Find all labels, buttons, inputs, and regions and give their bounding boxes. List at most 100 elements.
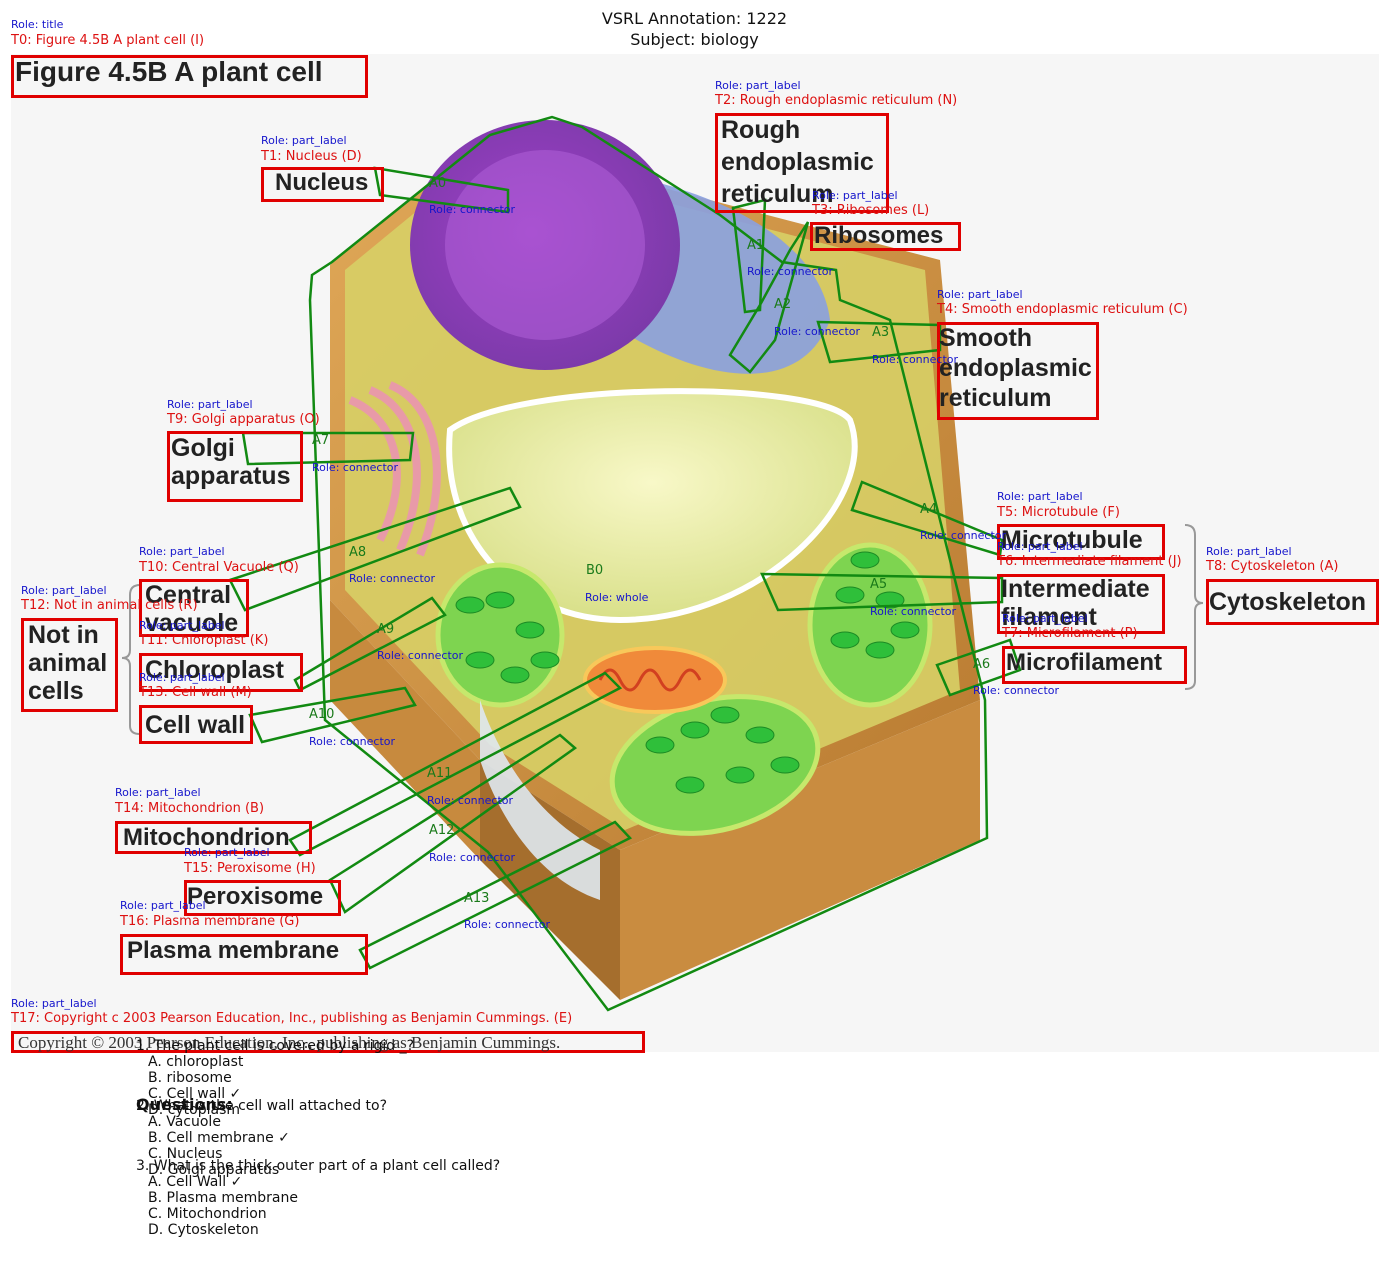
role-text: Role: part_label [1206,545,1292,558]
option: B. Plasma membrane [148,1190,298,1206]
role-text: Role: part_label [139,545,225,558]
connector-id: A7 [312,433,330,448]
connector-role: Role: connector [870,605,957,618]
header: VSRL Annotation: 1222 Subject: biology [0,8,1389,50]
label-box [261,167,384,202]
connector-shape-a10 [248,686,417,744]
role-text: Role: part_label [997,490,1083,503]
role-text: Role: part_label [120,899,206,912]
option: A. Cell Wall ✓ [148,1174,243,1190]
connector-role: Role: connector [427,794,514,807]
label-text: Rough [721,116,801,144]
role-text: Role: part_label [139,671,225,684]
annotation-text: T13: Cell wall (M) [139,685,252,700]
option: B. Cell membrane ✓ [148,1130,290,1146]
connector-id: A1 [747,238,765,253]
label-text: Not in [28,621,99,649]
annotation-text: T15: Peroxisome (H) [184,861,316,876]
role-text: Role: part_label [812,189,898,202]
label-text: filament [1001,603,1097,631]
connector-shape-a9 [293,596,447,692]
label-text: Ribosomes [814,222,944,249]
label-text: Mitochondrion [123,824,290,851]
label-box [184,880,341,916]
label-text: reticulum [939,384,1052,412]
label-text: endoplasmic [721,148,874,176]
connector-role: Role: connector [349,572,436,585]
annotation-text: T10: Central Vacuole (Q) [139,560,299,575]
option: D. cytoplasm [148,1102,241,1118]
annotation-text: T9: Golgi apparatus (O) [167,412,320,427]
role-text: Role: part_label [997,540,1083,553]
header-title: VSRL Annotation: 1222 [601,9,788,28]
connector-id: A11 [427,766,453,781]
role-text: Role: part_label [937,288,1023,301]
label-text: Chloroplast [145,656,284,684]
label-text: cells [28,677,84,705]
option: A. Vacuole [148,1114,221,1130]
role-text: Role: part_label [1002,612,1088,625]
label-text: Plasma membrane [127,937,340,964]
label-box [21,618,118,712]
annotation-text: T17: Copyright c 2003 Pearson Education,… [11,1011,573,1026]
annotation-text: T16: Plasma membrane (G) [120,914,300,929]
annotation-text: T2: Rough endoplasmic reticulum (N) [715,93,958,108]
connector-id: A10 [309,707,335,722]
whole-outline [308,115,989,1012]
label-text: Cell wall [145,711,246,739]
option: D. Golgi apparatus [148,1162,280,1178]
question-2: 2. What is the cell wall attached to? [136,1098,388,1114]
role-text: Role: part_label [11,997,97,1010]
connector-role: Role: connector [309,735,396,748]
annotation-text: T6: Intermediate filament (J) [997,554,1182,569]
connector-shape-a6 [935,638,1022,697]
role-text: Role: part_label [139,619,225,632]
connector-id: A8 [349,545,367,560]
annotation-text: T0: Figure 4.5B A plant cell (I) [11,33,205,48]
annotation-text: T14: Mitochondrion (B) [115,801,265,816]
option: C. Nucleus [148,1146,223,1162]
connector-role: Role: connector [973,684,1060,697]
label-box [115,821,312,854]
golgi-drawing [348,381,441,557]
label-box [139,653,303,692]
connector-id: A2 [774,297,792,312]
option: A. chloroplast [148,1054,244,1070]
label-text: animal [28,649,108,677]
annotation-text: T4: Smooth endoplasmic reticulum (C) [937,302,1188,317]
connector-shape-a2 [728,221,810,374]
label-box [139,705,253,744]
label-box [11,55,368,98]
connector-id: A3 [872,325,890,340]
label-box [139,579,249,637]
animal-cells-brace [121,584,141,735]
option: C. Cell wall ✓ [148,1086,242,1102]
connector-role: Role: connector [872,353,959,366]
connector-shape-a3 [816,320,942,364]
connector-role: Role: connector [464,918,551,931]
connector-shape-a11 [288,671,623,857]
annotation-text: T12: Not in animal cells (R) [21,598,198,613]
role-text: Role: part_label [167,398,253,411]
connector-id: A4 [920,502,938,517]
label-box [120,934,368,975]
label-text: vacuole [145,609,239,637]
label-box [11,1031,645,1053]
label-box [937,322,1099,420]
label-text: reticulum [721,180,834,208]
annotation-text: T8: Cytoskeleton (A) [1206,559,1339,574]
option: B. ribosome [148,1070,232,1086]
connector-id: A5 [870,577,888,592]
label-text: Cytoskeleton [1209,588,1366,616]
label-box [997,524,1165,560]
label-box [810,222,961,251]
header-subject: Subject: biology [630,30,759,49]
connector-id: A13 [464,891,490,906]
label-text: endoplasmic [939,354,1092,382]
connector-shape-a8 [228,486,522,612]
role-text: Role: part_label [115,786,201,799]
questions-title: Questions: [136,1095,233,1114]
label-box [1206,579,1379,625]
label-box [1002,646,1187,684]
